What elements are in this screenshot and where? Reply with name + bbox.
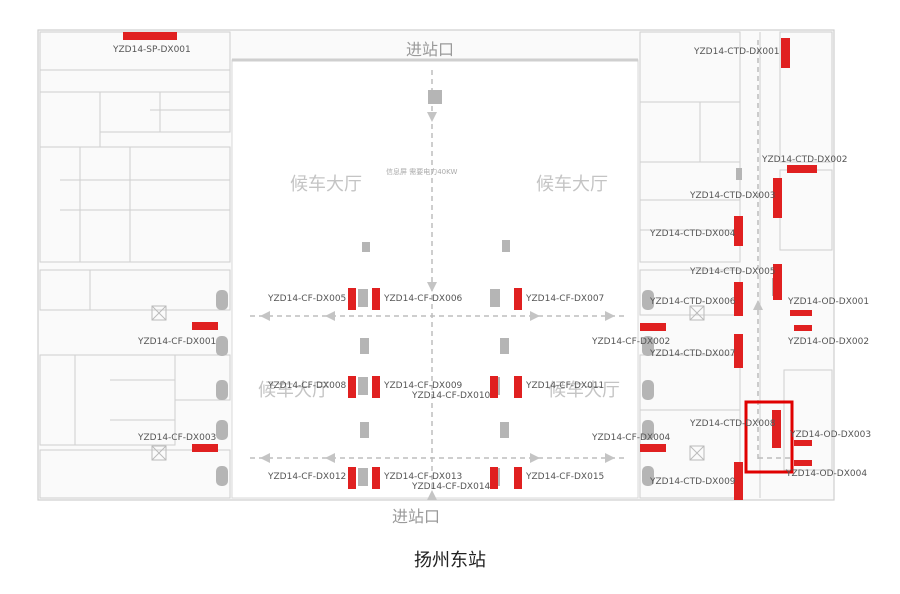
label-od2: YZD14-OD-DX002 — [787, 337, 869, 347]
label-ctd9: YZD14-CTD-DX009 — [649, 477, 736, 487]
label-od3: YZD14-OD-DX003 — [789, 430, 871, 440]
label-ctd5: YZD14-CTD-DX005 — [689, 267, 776, 277]
label-cf14: YZD14-CF-DX014 — [411, 482, 491, 492]
map-caption: 扬州东站 — [414, 550, 486, 571]
label-cf4: YZD14-CF-DX004 — [591, 433, 671, 443]
label-cf8: YZD14-CF-DX008 — [267, 381, 347, 391]
label-ctd6: YZD14-CTD-DX006 — [649, 297, 736, 307]
device-ctd6 — [734, 282, 743, 316]
device-cf8 — [348, 376, 356, 398]
device-cf1 — [192, 322, 218, 330]
label-od4: YZD14-OD-DX004 — [785, 469, 867, 479]
device-ctd2 — [787, 165, 817, 173]
device-ctd1 — [781, 38, 790, 68]
label-ctd7: YZD14-CTD-DX007 — [649, 349, 736, 359]
power-note: 信息屏 需要电力40KW — [386, 167, 457, 176]
label-cf11: YZD14-CF-DX011 — [525, 381, 604, 391]
device-ctd7 — [734, 334, 743, 368]
device-cf2 — [640, 323, 666, 331]
hall-label-left-top: 候车大厅 — [290, 174, 362, 195]
waiting-hall-area — [231, 59, 639, 499]
device-cf12 — [348, 467, 356, 489]
device-cf13 — [372, 467, 380, 489]
device-cf14 — [490, 467, 498, 489]
label-cf2: YZD14-CF-DX002 — [591, 337, 670, 347]
station-floor-plan: 进站口 进站口 候车大厅 候车大厅 候车大厅 候车大厅 信息屏 需要电力40KW… — [37, 29, 871, 526]
device-od3 — [794, 440, 812, 446]
device-cf7 — [514, 288, 522, 310]
device-cf3 — [192, 444, 218, 452]
label-ctd3: YZD14-CTD-DX003 — [689, 191, 776, 201]
device-od4 — [794, 460, 812, 466]
label-cf5: YZD14-CF-DX005 — [267, 294, 346, 304]
device-sp1 — [123, 32, 177, 40]
label-ctd1: YZD14-CTD-DX001 — [693, 47, 780, 57]
display-devices — [123, 32, 817, 500]
device-ctd4 — [734, 216, 743, 246]
hall-label-left-mid: 候车大厅 — [258, 380, 330, 401]
hall-label-right-mid: 候车大厅 — [548, 380, 620, 401]
label-ctd4: YZD14-CTD-DX004 — [649, 229, 736, 239]
device-cf10 — [490, 376, 498, 398]
entrance-bottom-label: 进站口 — [392, 507, 440, 526]
label-cf1: YZD14-CF-DX001 — [137, 337, 216, 347]
label-ctd2: YZD14-CTD-DX002 — [761, 155, 848, 165]
device-labels: YZD14-SP-DX001 YZD14-CTD-DX001 YZD14-CTD… — [112, 45, 871, 492]
label-cf9: YZD14-CF-DX009 — [383, 381, 463, 391]
label-cf10: YZD14-CF-DX010 — [411, 391, 491, 401]
equipment-boxes — [151, 305, 705, 461]
device-cf11 — [514, 376, 522, 398]
device-ctd5 — [773, 264, 782, 300]
highlight-box — [744, 400, 794, 474]
label-cf13: YZD14-CF-DX013 — [383, 472, 462, 482]
label-cf12: YZD14-CF-DX012 — [267, 472, 346, 482]
device-ctd9 — [734, 462, 743, 500]
label-cf15: YZD14-CF-DX015 — [525, 472, 604, 482]
passenger-paths — [250, 40, 790, 490]
label-cf6: YZD14-CF-DX006 — [383, 294, 463, 304]
label-cf7: YZD14-CF-DX007 — [525, 294, 604, 304]
device-od2 — [794, 325, 812, 331]
device-cf4 — [640, 444, 666, 452]
entrance-top-label: 进站口 — [406, 40, 454, 59]
device-ctd3 — [773, 178, 782, 218]
label-ctd8: YZD14-CTD-DX008 — [689, 419, 776, 429]
label-od1: YZD14-OD-DX001 — [787, 297, 869, 307]
device-ctd8 — [772, 410, 781, 448]
device-cf9 — [372, 376, 380, 398]
device-od1 — [790, 310, 812, 316]
label-sp1: YZD14-SP-DX001 — [112, 45, 191, 55]
hall-label-right-top: 候车大厅 — [536, 174, 608, 195]
device-cf5 — [348, 288, 356, 310]
device-cf6 — [372, 288, 380, 310]
path-arrows — [260, 112, 763, 500]
device-cf15 — [514, 467, 522, 489]
label-cf3: YZD14-CF-DX003 — [137, 433, 216, 443]
